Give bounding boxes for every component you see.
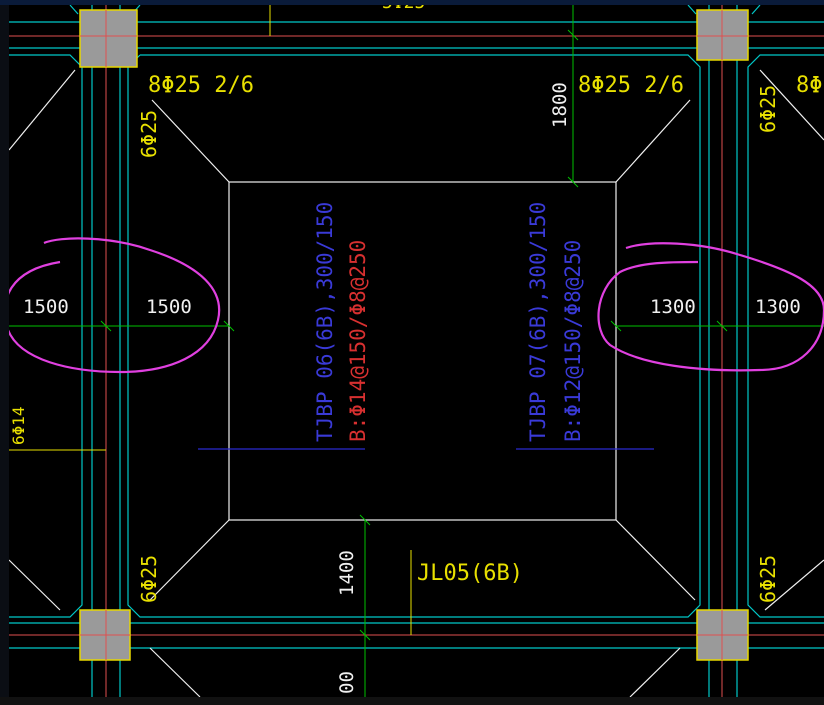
- top-right-rebar-label: 8Φ25 2/6: [578, 73, 684, 98]
- right-col-top-label: 6Φ25: [756, 85, 780, 133]
- dim-left-b: 1500: [146, 296, 192, 318]
- right-col-bottom-label: 6Φ25: [756, 555, 780, 603]
- dim-left-a: 1500: [23, 296, 69, 318]
- central-cap: [228, 181, 617, 521]
- cap-notation-left-red: B:Φ14@150/Φ8@250: [346, 240, 370, 442]
- window-edge-bottom: [0, 697, 824, 705]
- rebar-annotations: 8Φ25 2/6 8Φ25 2/6 8Φ JL05(6B) 5Φ25: [148, 0, 823, 586]
- axis-lines: [9, 5, 824, 697]
- left-col-top-label: 6Φ25: [137, 110, 161, 158]
- pile-top-left: [79, 9, 138, 68]
- markup-circle-right: [597, 242, 824, 372]
- window-edge-top: [0, 0, 824, 5]
- piles: [79, 9, 749, 661]
- dim-1400: 1400: [336, 550, 358, 596]
- cap-notation-right-blue: TJBP 07(6B),300/150: [526, 202, 550, 442]
- cap-notation-left-blue: TJBP 06(6B),300/150: [313, 202, 337, 442]
- cap-notation-right-blue-2: B:Φ12@150/Φ8@250: [561, 240, 585, 442]
- dim-right-b: 1300: [755, 296, 801, 318]
- dimension-lines: [9, 5, 824, 697]
- left-edge-label: 6Φ14: [9, 406, 28, 445]
- leader-lines: [9, 5, 412, 635]
- dimension-values: 1500 1500 1300 1300 1800 1400 00: [23, 82, 801, 694]
- dim-right-a: 1300: [650, 296, 696, 318]
- dim-1800: 1800: [549, 82, 571, 128]
- top-far-right-rebar-label: 8Φ: [796, 73, 823, 98]
- rotated-rebar-annotations: 6Φ25 6Φ25 6Φ25 6Φ25 6Φ14: [9, 85, 780, 603]
- cap-notations: TJBP 06(6B),300/150 B:Φ14@150/Φ8@250 TJB…: [313, 202, 585, 442]
- left-col-bottom-label: 6Φ25: [137, 555, 161, 603]
- wall-outlines: [9, 4, 824, 697]
- beam-label: JL05(6B): [417, 561, 523, 586]
- cap-outline: [8, 69, 824, 698]
- window-edge-left: [0, 0, 9, 705]
- dim-bottom-00: 00: [336, 671, 358, 694]
- top-left-rebar-label: 8Φ25 2/6: [148, 73, 254, 98]
